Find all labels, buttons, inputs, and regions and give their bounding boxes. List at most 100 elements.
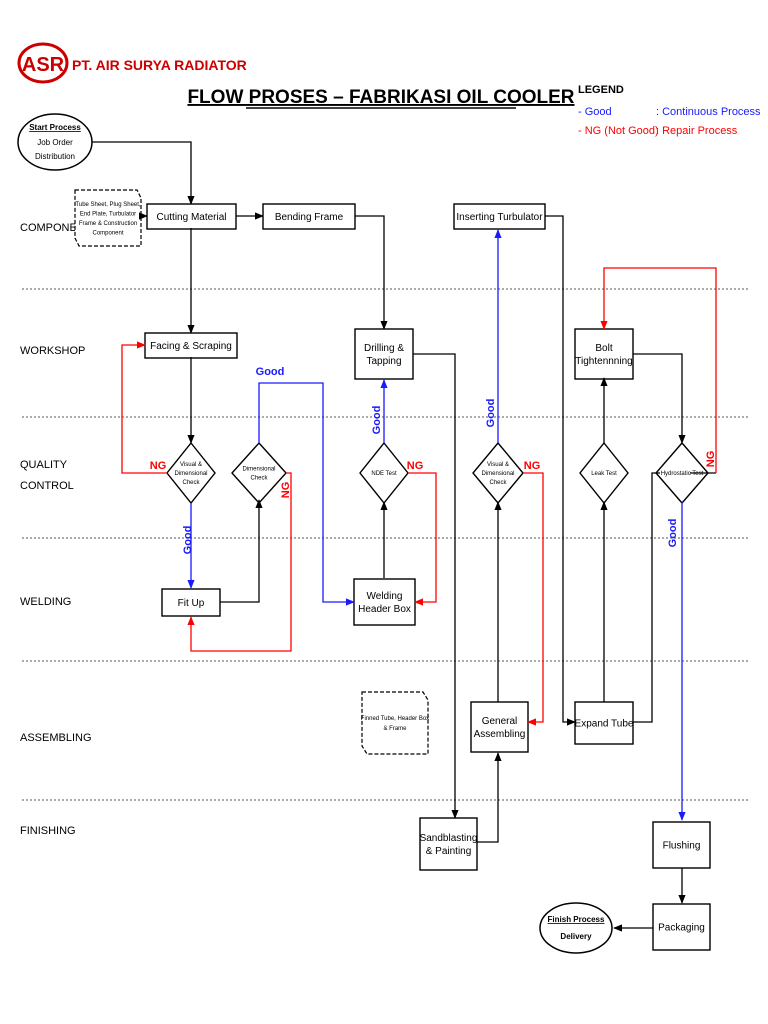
check-visual-dimensional-1-label: Visual & bbox=[180, 462, 202, 468]
check-visual-dimensional-2-label: Visual & bbox=[487, 462, 509, 468]
finish-title: Finish Process bbox=[548, 915, 605, 924]
ng-connector bbox=[121, 341, 167, 474]
connector bbox=[633, 353, 686, 444]
start-line2: Distribution bbox=[35, 152, 75, 161]
flow-labels: Good Good Good Good Good NG NG NG NG NG bbox=[150, 366, 717, 554]
process-packaging-label: Packaging bbox=[658, 923, 705, 934]
ng-label: NG bbox=[407, 460, 424, 472]
ng-label: NG bbox=[524, 460, 541, 472]
lane-label-welding: WELDING bbox=[20, 596, 71, 608]
legend-heading: LEGEND bbox=[578, 84, 624, 96]
process-general-assembling-label: Assembling bbox=[474, 729, 526, 740]
logo-text: ASR bbox=[22, 54, 65, 76]
process-inserting-turbulator: Inserting Turbulator bbox=[453, 203, 546, 230]
legend: LEGEND - Good : Continuous Process - NG … bbox=[578, 84, 761, 137]
process-drilling-tapping-label: Tapping bbox=[366, 356, 401, 367]
process-facing-scraping: Facing & Scraping bbox=[144, 332, 238, 359]
finish-line1: Delivery bbox=[560, 932, 592, 941]
note-assembly-line: Finned Tube, Header Box bbox=[361, 716, 429, 722]
process-bending-frame-label: Bending Frame bbox=[275, 212, 344, 223]
check-visual-dimensional-2-label: Dimensional bbox=[481, 471, 514, 477]
connector bbox=[355, 215, 388, 330]
legend-ng-desc: : Repair Process bbox=[656, 125, 738, 137]
process-sandblasting-painting-label: Sandblasting bbox=[420, 833, 478, 844]
connector bbox=[92, 141, 195, 205]
ng-label: NG bbox=[280, 482, 292, 499]
start-title: Start Process bbox=[29, 123, 81, 132]
process-bolt-tightening-label: Tightennning bbox=[575, 356, 632, 367]
ng-connector bbox=[408, 472, 437, 606]
connector bbox=[477, 752, 502, 843]
check-visual-dimensional-1-label: Check bbox=[182, 480, 200, 486]
good-label: Good bbox=[667, 519, 679, 548]
company-logo: ASR bbox=[17, 42, 69, 84]
page-title: FLOW PROSES – FABRIKASI OIL COOLER bbox=[187, 87, 574, 108]
lane-label-assembling: ASSEMBLING bbox=[20, 732, 92, 744]
good-connector bbox=[258, 382, 355, 606]
note-assembly-line: & Frame bbox=[383, 726, 407, 732]
start-line1: Job Order bbox=[37, 138, 73, 147]
check-leak-test-label: Leak Test bbox=[591, 471, 617, 477]
connectors bbox=[92, 141, 717, 932]
legend-good: - Good bbox=[578, 106, 612, 118]
process-bolt-tightening-label: Bolt bbox=[595, 343, 612, 354]
finish-process: Finish Process Delivery bbox=[539, 902, 613, 954]
legend-ng: - NG (Not Good) bbox=[578, 125, 659, 137]
good-label: Good bbox=[371, 406, 383, 435]
process-welding-header-box-label: Header Box bbox=[358, 604, 411, 615]
lane-label-control: CONTROL bbox=[20, 480, 74, 492]
check-dimensional-label: Check bbox=[250, 476, 268, 482]
good-label: Good bbox=[485, 399, 497, 428]
check-leak-test: Leak Test bbox=[579, 441, 629, 505]
process-packaging: Packaging bbox=[652, 903, 711, 951]
process-sandblasting-painting-label: & Painting bbox=[426, 846, 472, 857]
ng-connector bbox=[523, 472, 544, 726]
lane-label-workshop: WORKSHOP bbox=[20, 345, 85, 357]
lane-dividers bbox=[22, 288, 748, 801]
start-process: Start Process Job Order Distribution bbox=[17, 113, 93, 171]
note-component-line: End Plate, Turbulator bbox=[80, 211, 136, 217]
connector bbox=[413, 353, 459, 819]
process-flushing-label: Flushing bbox=[663, 841, 701, 852]
note-component-line: Frame & Construction bbox=[79, 221, 137, 227]
lane-label-component: COMPONENT bbox=[20, 222, 92, 234]
note-assembly-parts: Finned Tube, Header Box & Frame bbox=[361, 691, 429, 755]
process-fit-up: Fit Up bbox=[161, 588, 221, 617]
ng-label: NG bbox=[705, 451, 717, 468]
lane-label-finishing: FINISHING bbox=[20, 825, 76, 837]
process-facing-scraping-label: Facing & Scraping bbox=[150, 341, 232, 352]
good-label: Good bbox=[182, 526, 194, 555]
check-nde-test-label: NDE Test bbox=[371, 471, 397, 477]
process-drilling-tapping-label: Drilling & bbox=[364, 343, 404, 354]
good-label: Good bbox=[256, 366, 285, 378]
connector bbox=[220, 499, 263, 603]
note-component-line: Tube Sheet, Plug Sheet, bbox=[75, 202, 140, 208]
connector bbox=[545, 215, 576, 726]
connector bbox=[633, 472, 660, 723]
process-expand-tube-label: Expand Tube bbox=[575, 719, 634, 730]
ng-label: NG bbox=[150, 460, 167, 472]
process-sandblasting-painting: Sandblasting & Painting bbox=[419, 817, 478, 871]
process-expand-tube: Expand Tube bbox=[574, 701, 634, 745]
check-hydrostatic-test-label: Hydrostatic Test bbox=[661, 471, 704, 477]
check-nde-test: NDE Test bbox=[359, 441, 409, 505]
process-bending-frame: Bending Frame bbox=[262, 203, 356, 230]
legend-good-desc: : Continuous Process bbox=[656, 106, 761, 118]
ng-connector bbox=[600, 267, 717, 473]
process-cutting-material: Cutting Material bbox=[146, 203, 237, 230]
process-fit-up-label: Fit Up bbox=[178, 598, 205, 609]
process-cutting-material-label: Cutting Material bbox=[156, 212, 226, 223]
lane-label-quality: QUALITY bbox=[20, 459, 68, 471]
process-welding-header-box-label: Welding bbox=[367, 591, 403, 602]
note-component-line: Component bbox=[92, 230, 123, 236]
check-visual-dimensional-2-label: Check bbox=[489, 480, 507, 486]
ng-connector bbox=[187, 472, 292, 652]
check-dimensional-label: Dimensional bbox=[242, 467, 275, 473]
